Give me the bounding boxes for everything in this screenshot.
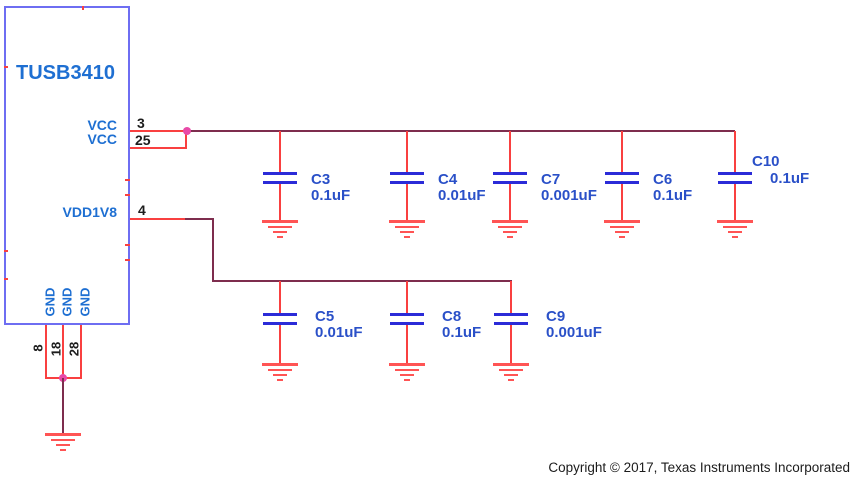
wire-gnd-stem <box>62 378 64 433</box>
cap-plate-top <box>718 172 752 175</box>
cap-plate-top <box>390 172 424 175</box>
wire-pin25-riser <box>185 131 187 149</box>
cap-plate-top <box>493 172 527 175</box>
cap-wire-bottom <box>734 184 736 220</box>
capacitor-c3: C3 0.1uF <box>262 131 393 249</box>
pin-stub-tick <box>125 194 130 196</box>
ground-symbol <box>604 220 640 240</box>
cap-wire-bottom <box>406 184 408 220</box>
cap-value-label: 0.001uF <box>546 324 602 341</box>
copyright-text: Copyright © 2017, Texas Instruments Inco… <box>548 460 850 475</box>
cap-plate-bottom <box>718 181 752 184</box>
cap-ref-label: C9 <box>546 308 566 325</box>
ic-box <box>4 6 130 325</box>
cap-wire-top <box>406 131 408 172</box>
cap-value-label: 0.1uF <box>653 187 693 204</box>
cap-value-label: 0.1uF <box>311 187 351 204</box>
junction-dot-vcc <box>183 127 191 135</box>
pin-label-gnd-2: GND <box>59 287 75 317</box>
capacitor-c5: C5 0.01uF <box>262 281 393 399</box>
cap-value-label: 0.01uF <box>438 187 486 204</box>
wire-pin4-stub <box>130 218 187 220</box>
wire-gnd-pin18 <box>62 325 64 378</box>
pin-label-vdd1v8: VDD1V8 <box>62 204 117 220</box>
capacitor-c4: C4 0.01uF <box>389 131 520 249</box>
ground-symbol-ic <box>45 433 81 453</box>
cap-plate-bottom <box>390 322 424 325</box>
cap-wire-bottom <box>509 184 511 220</box>
cap-plate-top <box>494 313 528 316</box>
pin-number-8: 8 <box>30 344 46 352</box>
wire-vdd-horizontal <box>185 218 214 220</box>
ground-symbol <box>389 363 425 383</box>
cap-ref-label: C4 <box>438 171 458 188</box>
capacitor-c6: C6 0.1uF <box>604 131 735 249</box>
cap-wire-bottom <box>406 325 408 363</box>
cap-wire-top <box>279 131 281 172</box>
cap-wire-bottom <box>279 325 281 363</box>
cap-ref-label: C8 <box>442 308 462 325</box>
capacitor-c10: C10 0.1uF <box>717 131 848 249</box>
pin-number-25: 25 <box>135 132 151 148</box>
cap-plate-bottom <box>605 181 639 184</box>
cap-value-label: 0.1uF <box>442 324 482 341</box>
ground-symbol <box>389 220 425 240</box>
cap-wire-top <box>621 131 623 172</box>
pin-stub-tick <box>125 179 130 181</box>
cap-plate-bottom <box>263 322 297 325</box>
cap-value-label: 0.001uF <box>541 187 597 204</box>
cap-plate-bottom <box>493 181 527 184</box>
pin-stub-tick <box>125 244 130 246</box>
cap-plate-bottom <box>494 322 528 325</box>
cap-wire-bottom <box>510 325 512 363</box>
wire-pin25-stub <box>130 147 187 149</box>
ic-title: TUSB3410 <box>16 62 115 84</box>
ground-symbol <box>262 220 298 240</box>
cap-wire-bottom <box>621 184 623 220</box>
cap-wire-bottom <box>279 184 281 220</box>
ground-symbol <box>492 220 528 240</box>
pin-number-4: 4 <box>138 202 146 218</box>
wire-vcc-rail <box>187 130 735 132</box>
cap-wire-top <box>406 281 408 313</box>
cap-ref-label: C5 <box>315 308 335 325</box>
pin-label-vcc-2: VCC <box>87 131 117 147</box>
capacitor-c9: C9 0.001uF <box>493 281 624 399</box>
wire-gnd-pin8 <box>45 325 47 378</box>
cap-plate-bottom <box>263 181 297 184</box>
cap-plate-top <box>263 313 297 316</box>
capacitor-c7: C7 0.001uF <box>492 131 623 249</box>
ground-symbol <box>262 363 298 383</box>
cap-ref-label: C3 <box>311 171 331 188</box>
cap-ref-label: C7 <box>541 171 561 188</box>
cap-value-label: 0.01uF <box>315 324 363 341</box>
pin-stub-tick <box>4 66 8 68</box>
wire-pin3-stub <box>130 130 188 132</box>
pin-stub-tick <box>82 6 84 10</box>
cap-plate-top <box>263 172 297 175</box>
wire-gnd-pin28 <box>80 325 82 378</box>
cap-ref-label: C10 <box>752 153 780 170</box>
cap-plate-bottom <box>390 181 424 184</box>
cap-plate-top <box>390 313 424 316</box>
capacitor-c8: C8 0.1uF <box>389 281 520 399</box>
pin-label-gnd-3: GND <box>77 287 93 317</box>
cap-wire-top <box>509 131 511 172</box>
pin-label-vcc-1: VCC <box>87 117 117 133</box>
pin-label-gnd-1: GND <box>42 287 58 317</box>
cap-value-label: 0.1uF <box>770 170 810 187</box>
cap-wire-top <box>734 131 736 172</box>
ground-symbol <box>717 220 753 240</box>
pin-stub-tick <box>125 259 130 261</box>
pin-number-3: 3 <box>137 115 145 131</box>
wire-vdd-drop <box>212 218 214 282</box>
pin-stub-tick <box>4 278 8 280</box>
wire-vdd-rail <box>212 280 512 282</box>
cap-plate-top <box>605 172 639 175</box>
pin-stub-tick <box>4 250 8 252</box>
cap-ref-label: C6 <box>653 171 673 188</box>
cap-wire-top <box>279 281 281 313</box>
cap-wire-top <box>510 281 512 313</box>
ground-symbol <box>493 363 529 383</box>
